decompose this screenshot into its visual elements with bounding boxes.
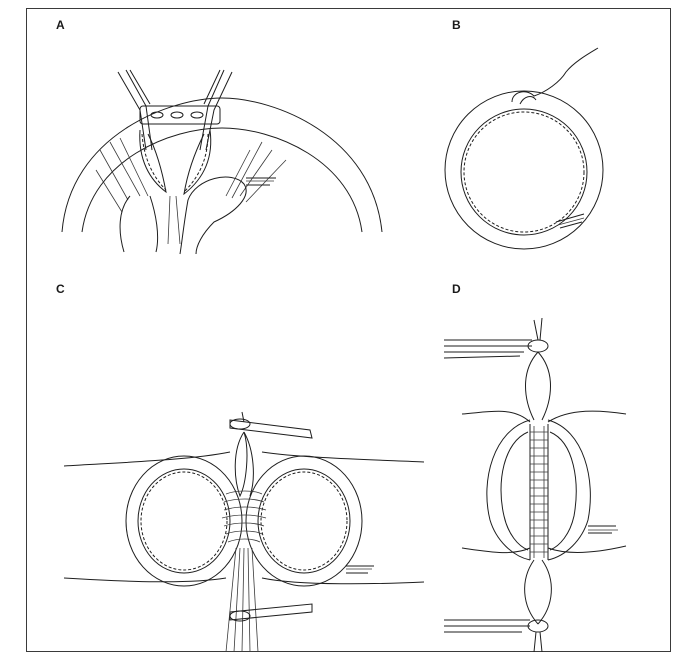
panel-d-sutures — [530, 426, 548, 558]
panel-a-clamp-window — [191, 112, 203, 118]
panel-a-left-leaflet — [140, 130, 166, 192]
panel-a-inner-arch — [82, 128, 362, 232]
panel-c-right-ring-outer — [246, 456, 362, 586]
panel-a-clamp-window — [151, 112, 163, 118]
panel-a-left-forceps — [118, 70, 152, 150]
panel-b-suture-line — [464, 112, 584, 232]
panel-a-right-forceps — [200, 70, 232, 150]
panel-c-upper-tissue — [64, 452, 424, 466]
panel-d-left-ring-outer — [487, 420, 530, 560]
panel-c-lower-tissue — [64, 578, 424, 584]
panel-a-drawing — [62, 70, 382, 254]
panel-a-papillary-left — [120, 196, 158, 252]
panel-d-left-ring-inner — [501, 432, 528, 550]
panel-d-top-forceps — [444, 340, 532, 358]
panel-d-suture-column — [530, 424, 548, 560]
panel-d-right-ring-outer — [548, 420, 590, 560]
panel-b-outer-ring — [445, 91, 603, 249]
panel-d-bottom-forceps — [444, 620, 530, 632]
panel-c-left-ring-inner — [138, 469, 230, 573]
panel-a-right-leaflet — [184, 130, 211, 194]
panel-d-bottom-leaflet — [525, 560, 552, 624]
panel-d-right-ring-inner — [550, 432, 576, 550]
panel-c-drawing — [64, 412, 424, 652]
panel-d-drawing — [444, 318, 626, 652]
panel-c-threads — [226, 548, 258, 652]
panel-b-inner-ring — [461, 109, 587, 235]
panel-c-central-leaflet — [235, 432, 253, 496]
panel-c-left-ring-outer — [126, 456, 242, 586]
panel-a-chordae — [96, 138, 286, 244]
panel-a-outer-arch — [62, 98, 382, 232]
panel-c-right-ring-inner — [258, 469, 350, 573]
panel-d-top-leaflet — [526, 352, 551, 420]
panel-b-suture-thread — [512, 48, 598, 104]
panel-b-drawing — [445, 48, 603, 249]
panel-a-clamp-window — [171, 112, 183, 118]
